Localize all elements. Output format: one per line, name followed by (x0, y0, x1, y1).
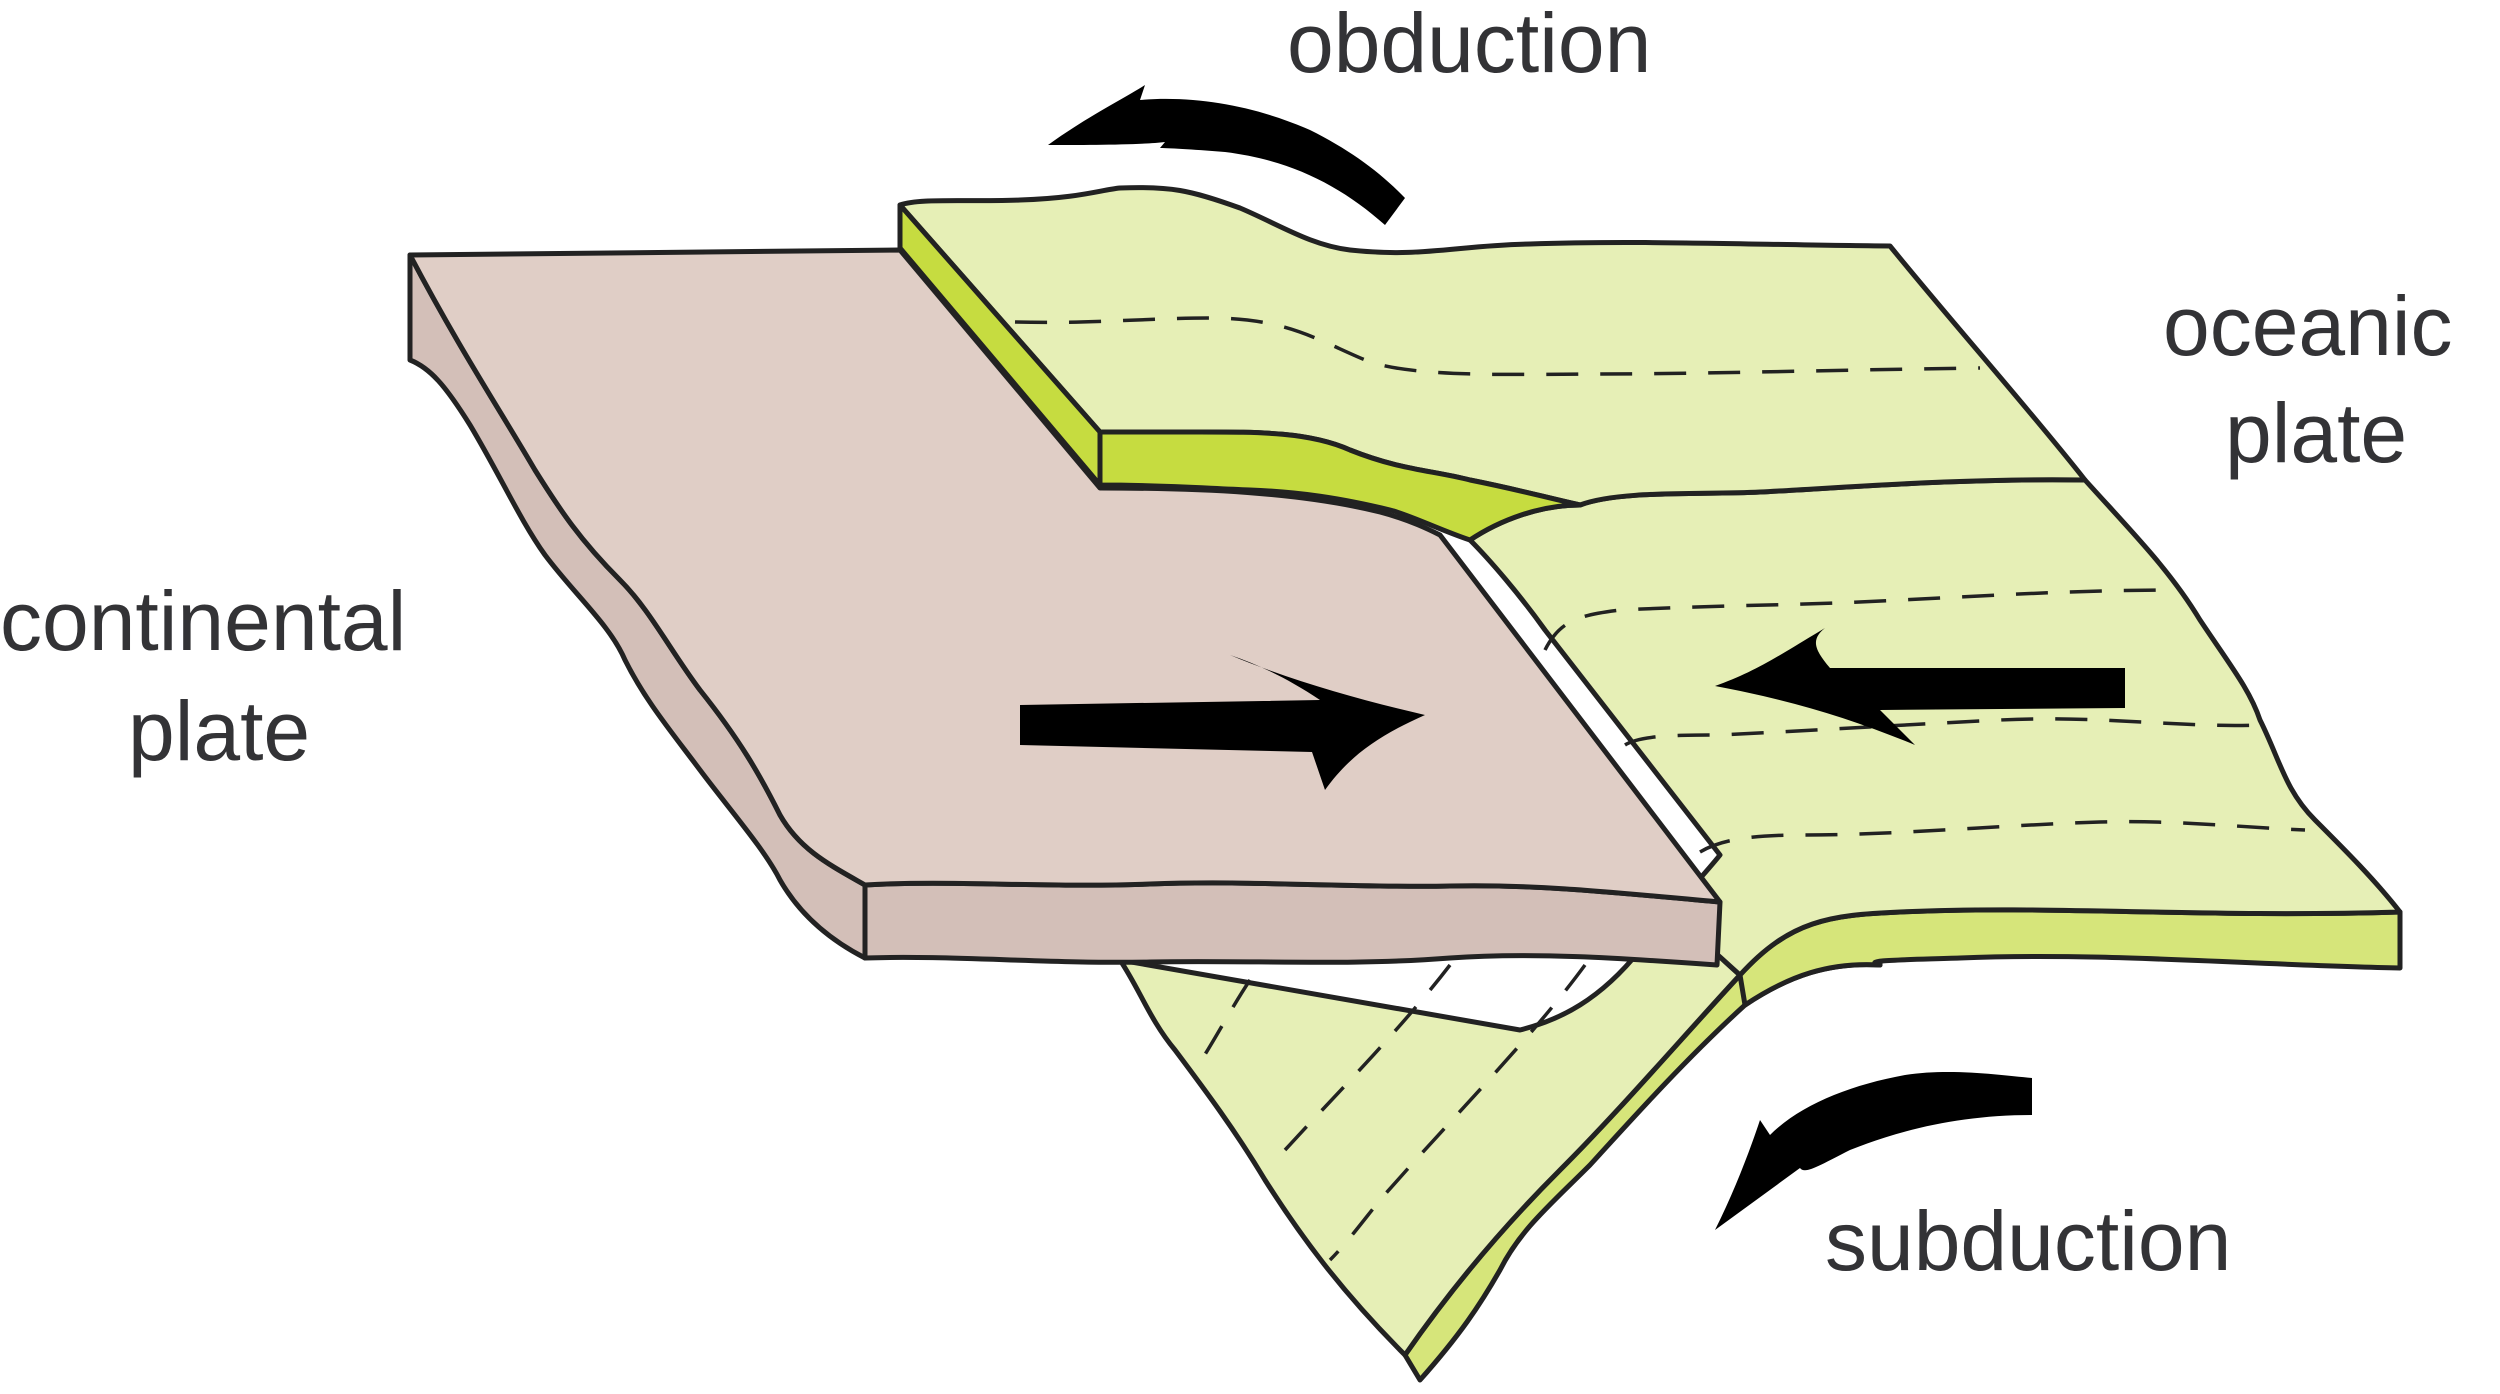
arrow-left-icon (1715, 628, 2125, 745)
arrow-right-icon (1020, 655, 1425, 790)
continental-plate (407, 247, 1723, 968)
slab-dash-3 (1328, 963, 1587, 1262)
curved-arrow-up-left-icon (1048, 85, 1405, 225)
continental-front (862, 880, 1723, 968)
oceanic-plate (897, 185, 2403, 1008)
label-continental-line1: continental (0, 574, 406, 668)
label-oceanic-line2: plate (2225, 386, 2407, 480)
continental-top (407, 247, 1723, 905)
label-obduction: obduction (1287, 0, 1651, 90)
ocean-dash-4 (1699, 819, 2306, 854)
obducted-front (1097, 429, 1583, 543)
ocean-dash-2 (1543, 588, 2176, 651)
ocean-dash-3 (1624, 717, 2261, 747)
label-continental-line2: plate (128, 684, 310, 778)
slab-dash-2 (1283, 963, 1452, 1152)
ocean-dash-1 (1014, 316, 1981, 377)
curved-arrow-down-left-icon (1715, 1071, 2032, 1230)
label-subduction: subduction (1825, 1194, 2231, 1288)
label-oceanic-line1: oceanic (2163, 279, 2453, 373)
slab-dash-1 (1193, 979, 1252, 1071)
oceanic-front-edge (1737, 907, 2403, 1008)
